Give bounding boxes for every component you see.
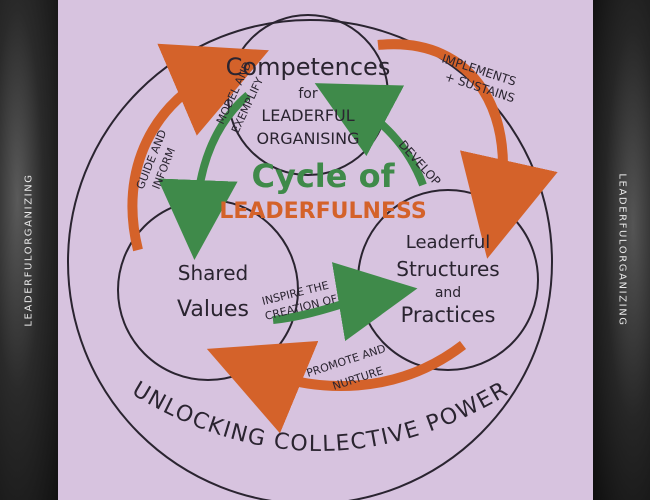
structures-line3: and [435, 285, 461, 301]
arrow-inspire [272, 262, 418, 342]
competences-leaderful: LEADERFUL [261, 106, 354, 125]
cycle-diagram: Competences for LEADERFUL ORGANISING Cyc… [67, 14, 558, 500]
cycle-title-line2: LEADERFULNESS [219, 199, 426, 224]
arrow-guide [127, 43, 269, 252]
side-label-right: LEADERFULORGANIZING [616, 173, 627, 327]
arrow-promote [206, 340, 467, 434]
left-side-panel: LEADERFULORGANIZING [0, 0, 58, 500]
arrow-model [157, 91, 251, 260]
arrow-develop [314, 83, 427, 187]
structures-line1: Leaderful [406, 232, 490, 253]
structures-line4: Practices [401, 303, 496, 327]
competences-for: for [298, 86, 317, 102]
competences-organising: ORGANISING [257, 129, 360, 148]
cycle-title-line1: Cycle of [251, 157, 395, 195]
values-line1: Shared [178, 261, 248, 285]
structures-line2: Structures [396, 257, 499, 281]
values-line2: Values [177, 297, 249, 322]
diagram-board: Competences for LEADERFUL ORGANISING Cyc… [58, 0, 593, 500]
right-side-panel: LEADERFULORGANIZING [593, 0, 650, 500]
competences-title: Competences [226, 53, 391, 81]
values-circle [117, 199, 299, 381]
outer-circle [67, 19, 553, 500]
arrow-implements [377, 39, 558, 259]
side-label-left: LEADERFULORGANIZING [23, 173, 35, 327]
